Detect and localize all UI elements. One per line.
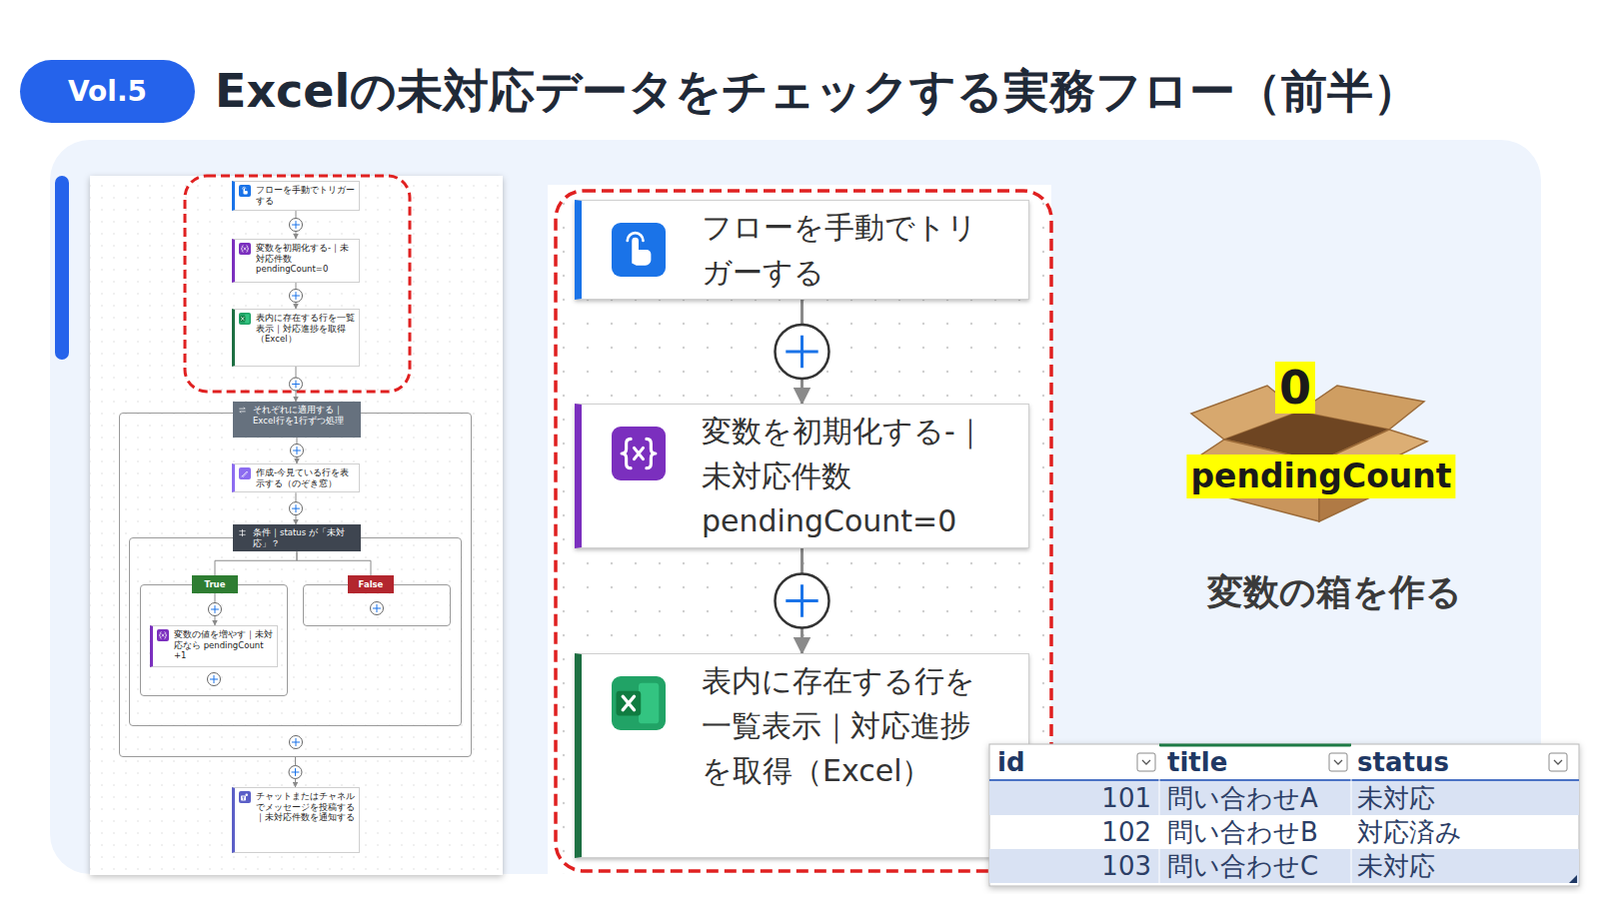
caption-note: 変数の箱を作る	[1207, 567, 1463, 618]
action-icon	[238, 242, 251, 255]
node-text: 表内に存在する行を一覧表示｜対応進捗を取得（Excel）	[701, 658, 994, 794]
action-icon	[156, 629, 169, 642]
table-cell: 問い合わせB	[1167, 816, 1319, 849]
highlight-frame	[184, 175, 410, 392]
badge-text: Vol.5	[67, 74, 147, 108]
action-box: フローを手動でトリガーする	[231, 180, 360, 211]
action-icon	[238, 312, 251, 325]
badge-pill: Vol.5	[19, 59, 195, 123]
plus-button	[289, 502, 303, 516]
plus-button	[207, 602, 384, 750]
node-text: フローを手動でトリガーする	[255, 184, 355, 206]
action-box: 作成-今見ている行を表示する（のぞき窓）	[231, 463, 360, 493]
table-header: status	[1357, 746, 1450, 779]
plus-button	[289, 289, 303, 303]
variable-name: pendingCount	[1186, 454, 1456, 499]
plus-button	[288, 766, 302, 780]
table-cell: 未対応	[1357, 782, 1436, 815]
content-panel	[49, 139, 1542, 875]
condition-container: 条件｜status が「未対応」？True変数の値を増やす｜未対応なら pend…	[128, 537, 462, 727]
node-text: 作成-今見ている行を表示する（のぞき窓）	[255, 467, 355, 489]
variable-value: 0	[1275, 361, 1316, 414]
highlight-frame	[555, 190, 1052, 872]
table-cell: 問い合わせA	[1167, 782, 1319, 815]
node-text: 条件｜status が「未対応」？	[252, 527, 357, 549]
node-text: チャットまたはチャネルでメッセージを投稿する｜未対応件数を通知する	[255, 791, 355, 824]
action-card: 変数を初期化する-｜未対応件数 pendingCount=0	[574, 403, 1030, 549]
action-box: 表内に存在する行を一覧表示｜対応進捗を取得（Excel）	[231, 308, 360, 367]
action-box: チャットまたはチャネルでメッセージを投稿する｜未対応件数を通知する	[231, 787, 360, 854]
container-header: 条件｜status が「未対応」？	[232, 524, 361, 552]
table-cell: 未対応	[1357, 850, 1436, 883]
branch-tab: True	[191, 575, 238, 594]
page-title: Excelの未対応データをチェックする実務フロー（前半）	[214, 59, 1420, 123]
container-header: それぞれに適用する｜Excel行を1行ずつ処理	[232, 401, 361, 438]
node-text: 表内に存在する行を一覧表示｜対応進捗を取得（Excel）	[255, 312, 355, 345]
branch-tab: False	[347, 575, 394, 594]
zoom-panel	[547, 184, 1052, 875]
table-cell: 101	[1101, 782, 1152, 815]
action-icon	[236, 527, 248, 539]
node-text: 変数を初期化する-｜未対応件数 pendingCount=0	[701, 408, 994, 544]
node-text: それぞれに適用する｜Excel行を1行ずつ処理	[252, 404, 357, 426]
plus-button	[208, 603, 222, 617]
connector	[296, 551, 371, 576]
branch-box: False	[302, 584, 451, 627]
action-icon	[611, 676, 666, 731]
table-cell: 102	[1101, 816, 1152, 849]
action-icon	[236, 404, 248, 416]
action-icon	[238, 791, 251, 804]
thumbnail-panel	[89, 175, 503, 876]
connector	[214, 551, 297, 576]
action-card: フローを手動でトリガーする	[574, 199, 1030, 300]
table-cell: 対応済み	[1357, 816, 1463, 849]
plus-button	[775, 574, 830, 629]
branch-box: True変数の値を増やす｜未対応なら pendingCount +1	[139, 584, 288, 697]
action-icon	[238, 467, 251, 480]
node-text: True	[191, 575, 238, 594]
accent-bar	[54, 175, 69, 360]
node-text: フローを手動でトリガーする	[701, 204, 994, 295]
plus-button	[289, 377, 303, 391]
zoom-grid	[547, 184, 1052, 875]
node-text: 変数を初期化する-｜未対応件数 pendingCount=0	[255, 242, 355, 275]
table-cell: 103	[1101, 850, 1152, 883]
plus-button	[775, 324, 830, 379]
action-card: 表内に存在する行を一覧表示｜対応進捗を取得（Excel）	[574, 653, 1030, 859]
plus-button	[289, 218, 303, 232]
node-text: 変数の値を増やす｜未対応なら pendingCount +1	[173, 629, 273, 662]
loop-container: それぞれに適用する｜Excel行を1行ずつ処理作成-今見ている行を表示する（のぞ…	[118, 412, 472, 758]
cardboard-box	[1191, 385, 1428, 522]
action-box: 変数を初期化する-｜未対応件数 pendingCount=0	[231, 238, 360, 283]
action-box: 変数の値を増やす｜未対応なら pendingCount +1	[149, 625, 278, 668]
table-header: title	[1167, 746, 1228, 779]
action-icon	[238, 184, 251, 197]
table-header: id	[997, 746, 1026, 779]
action-icon	[611, 426, 666, 481]
plus-button	[290, 444, 304, 458]
node-text: False	[347, 575, 394, 594]
action-icon	[611, 222, 666, 277]
table-cell: 問い合わせC	[1167, 850, 1319, 883]
thumbnail-grid	[89, 175, 503, 876]
